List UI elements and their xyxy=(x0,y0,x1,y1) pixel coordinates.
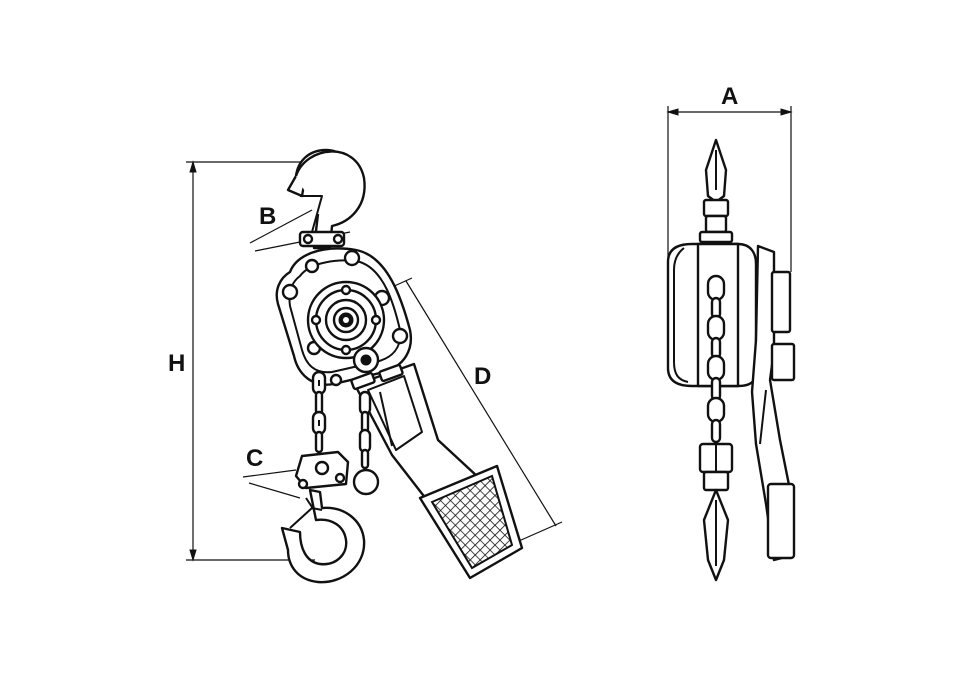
side-view: H D B C xyxy=(168,148,563,584)
hoist-body xyxy=(275,247,413,391)
front-chain xyxy=(706,274,726,444)
load-chain xyxy=(311,370,327,454)
label-c: C xyxy=(246,445,263,472)
bottom-hook xyxy=(280,488,366,584)
label-h: H xyxy=(168,350,185,377)
dimension-a: A xyxy=(666,83,793,272)
label-a: A xyxy=(721,83,738,110)
lever-handle xyxy=(353,362,524,580)
front-bottom-hook xyxy=(698,442,734,582)
label-b: B xyxy=(259,203,276,230)
label-d: D xyxy=(474,363,491,390)
slack-chain xyxy=(352,390,380,496)
bottom-block xyxy=(294,450,350,490)
front-top-hook xyxy=(698,138,734,244)
top-hook xyxy=(286,148,366,252)
dimension-c: C xyxy=(242,445,301,499)
front-view: A xyxy=(666,83,796,582)
dimension-h: H xyxy=(168,160,315,562)
front-lever xyxy=(750,244,796,562)
